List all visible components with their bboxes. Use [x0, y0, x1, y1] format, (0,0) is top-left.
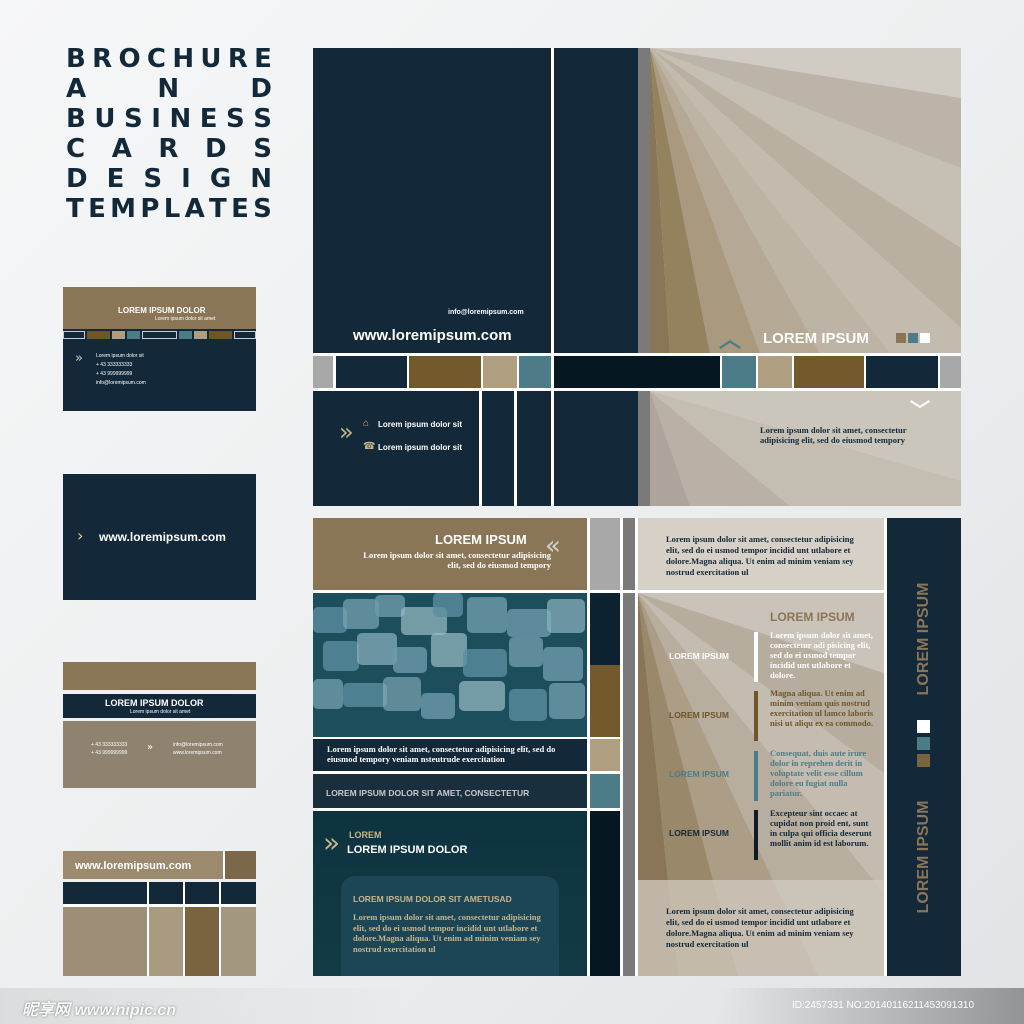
row-label: LOREM IPSUM	[669, 828, 729, 838]
brochure1-title-swatches	[896, 333, 930, 343]
brochure2-mid-title: LOREM IPSUM	[770, 610, 855, 624]
watermark-id: ID:2457331 NO:20140116211453091310	[792, 1000, 975, 1011]
brochure2-vertical-text-top: LOREM IPSUM	[915, 582, 932, 696]
business-card-3: LOREM IPSUM DOLOR Lorem ipsum dolor sit …	[63, 662, 256, 788]
brochure2-box-title: LOREM IPSUM DOLOR SIT AMETUSAD	[353, 894, 512, 904]
phone-icon: ☎	[363, 441, 376, 452]
card1-heading: LOREM IPSUM DOLOR	[118, 306, 206, 315]
chevron-right-icon: ›	[77, 526, 84, 545]
watermark-logo: 昵享网 www.nipic.cn	[22, 1002, 177, 1019]
brochure2-lorem-big: LOREM IPSUM DOLOR	[347, 844, 468, 856]
brochure2-row-2: LOREM IPSUM Magna aliqua. Ut enim ad min…	[638, 688, 884, 744]
brochure2-mid-top-text: Lorem ipsum dolor sit amet, consectetur …	[666, 534, 854, 577]
row-label: LOREM IPSUM	[669, 651, 729, 661]
row-text: Consequat, duis aute irure dolor in repr…	[770, 748, 867, 798]
business-card-2: › www.loremipsum.com	[63, 474, 256, 600]
card3-phones: + 43 333333333 + 43 999999999	[91, 742, 128, 756]
card1-swatch-strip	[63, 331, 257, 339]
chevron-right-icon: »	[339, 418, 354, 446]
card2-url[interactable]: www.loremipsum.com	[99, 530, 226, 544]
row-text: Lorem ipsum dolor sit amet, consectetur …	[770, 630, 873, 680]
brochure2-row-4: LOREM IPSUM Excepteur sint occaec at cup…	[638, 808, 884, 864]
brochure2-row-3: LOREM IPSUM Consequat, duis aute irure d…	[638, 748, 884, 804]
card3-contact: info@loremipsum.com www.loremipsum.com	[173, 742, 223, 756]
brochure-1: info@loremipsum.com www.loremipsum.com ︿…	[313, 48, 961, 506]
card3-heading: LOREM IPSUM DOLOR	[105, 698, 204, 708]
brochure2-mid-bottom-text: Lorem ipsum dolor sit amet, consectetur …	[666, 906, 854, 949]
chevron-up-icon: ︿	[719, 328, 742, 353]
brochure2-header-text: Lorem ipsum dolor sit amet, consectetur …	[363, 550, 551, 570]
brochure-2: LOREM IPSUM Lorem ipsum dolor sit amet, …	[313, 518, 961, 976]
brochure2-box-text: Lorem ipsum dolor sit amet, consectetur …	[353, 912, 541, 954]
row-label: LOREM IPSUM	[669, 769, 729, 779]
home-icon: ⌂	[363, 418, 370, 429]
watermark-bar	[0, 988, 1024, 1024]
brochure2-header-title: LOREM IPSUM	[435, 532, 527, 547]
brochure2-vertical-text-bottom: LOREM IPSUM	[915, 800, 932, 914]
card3-subheading: Lorem ipsum dolor sit amet	[130, 709, 191, 715]
chevron-right-icon: »	[75, 351, 83, 366]
brochure2-row-1: LOREM IPSUM Lorem ipsum dolor sit amet, …	[638, 630, 884, 686]
chevron-right-icon: »	[323, 826, 341, 859]
brochure2-band-title: LOREM IPSUM DOLOR SIT AMET, CONSECTETUR	[326, 788, 530, 798]
brochure1-text: Lorem ipsum dolor sit amet, consectetur …	[760, 425, 907, 445]
card1-subheading: Lorem ipsum dolor sit amet	[155, 316, 216, 322]
brochure1-contact2: Lorem ipsum dolor sit	[378, 443, 463, 452]
card4-grid	[63, 882, 256, 976]
brochure2-lorem-small: LOREM	[349, 830, 382, 840]
row-label: LOREM IPSUM	[669, 710, 729, 720]
row-text: Excepteur sint occaec at cupidat non pro…	[770, 808, 872, 848]
brochure1-contact1: Lorem ipsum dolor sit	[378, 420, 463, 429]
business-card-4: www.loremipsum.com	[63, 851, 256, 976]
brochure2-image	[313, 593, 587, 737]
brochure1-title: LOREM IPSUM	[763, 330, 869, 347]
brochure1-swatch-strip	[313, 356, 961, 388]
brochure2-text-box	[341, 876, 559, 976]
chevron-right-icon: »	[147, 742, 154, 753]
card4-url[interactable]: www.loremipsum.com	[75, 860, 192, 872]
brochure1-ray-panel	[650, 48, 961, 353]
brochure2-image-caption: Lorem ipsum dolor sit amet, consectetur …	[327, 744, 556, 764]
chevron-left-icon: «	[545, 531, 561, 561]
chevron-down-icon: ﹀	[910, 398, 930, 422]
card1-contact-lines: Lorem ipsum dolor sit + 43 333333333 + 4…	[96, 353, 146, 386]
row-text: Magna aliqua. Ut enim ad minim veniam qu…	[770, 688, 874, 728]
brochure1-url[interactable]: www.loremipsum.com	[353, 327, 512, 344]
brochure2-side-swatches	[917, 720, 930, 767]
business-card-1: LOREM IPSUM DOLOR Lorem ipsum dolor sit …	[63, 287, 257, 411]
brochure1-email[interactable]: info@loremipsum.com	[448, 309, 524, 316]
